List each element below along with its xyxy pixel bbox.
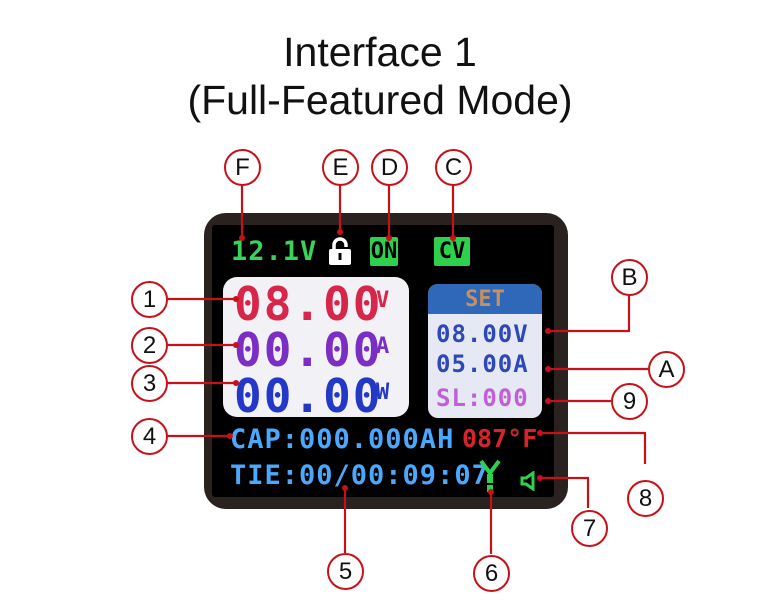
set-current: 05.00A	[436, 350, 529, 378]
callout-b: B	[611, 259, 648, 296]
callout-d: D	[371, 149, 408, 186]
set-level: SL:000	[436, 384, 529, 412]
callout-5: 5	[327, 553, 364, 590]
callout-7: 7	[571, 510, 608, 547]
capacity-readout: CAP:000.000AH	[230, 424, 455, 455]
callout-2: 2	[131, 327, 168, 364]
input-voltage: 12.1V	[231, 236, 318, 267]
callout-9: 9	[611, 383, 648, 420]
set-voltage: 08.00V	[436, 320, 529, 348]
title-line-1: Interface 1	[283, 29, 477, 75]
power-reading: 00.00	[234, 369, 383, 423]
callout-8: 8	[627, 480, 664, 517]
current-reading: 00.00	[234, 323, 383, 377]
title-line-2: (Full-Featured Mode)	[187, 77, 573, 123]
callout-c: C	[435, 149, 472, 186]
lock-icon	[329, 237, 351, 265]
wireless-antenna-icon	[479, 459, 501, 492]
callout-a: A	[648, 351, 685, 388]
callout-e: E	[322, 149, 359, 186]
voltage-reading: 08.00	[234, 277, 383, 331]
readings-panel	[223, 277, 409, 417]
set-panel: SET 08.00V 05.00A SL:000	[428, 284, 542, 418]
set-panel-header: SET	[428, 284, 542, 314]
speaker-icon	[520, 471, 535, 491]
callout-3: 3	[131, 365, 168, 402]
callout-6: 6	[473, 555, 510, 592]
callout-1: 1	[131, 281, 168, 318]
output-on-badge: ON	[370, 237, 398, 266]
callout-4: 4	[131, 418, 168, 455]
cv-mode-badge: CV	[434, 237, 470, 266]
voltage-unit: V	[376, 288, 390, 313]
callout-f: F	[224, 149, 261, 186]
power-unit: W	[376, 380, 390, 405]
current-unit: A	[376, 334, 390, 359]
temperature-readout: 087°F	[462, 424, 538, 453]
time-readout: TIE:00/00:09:07	[230, 460, 489, 491]
